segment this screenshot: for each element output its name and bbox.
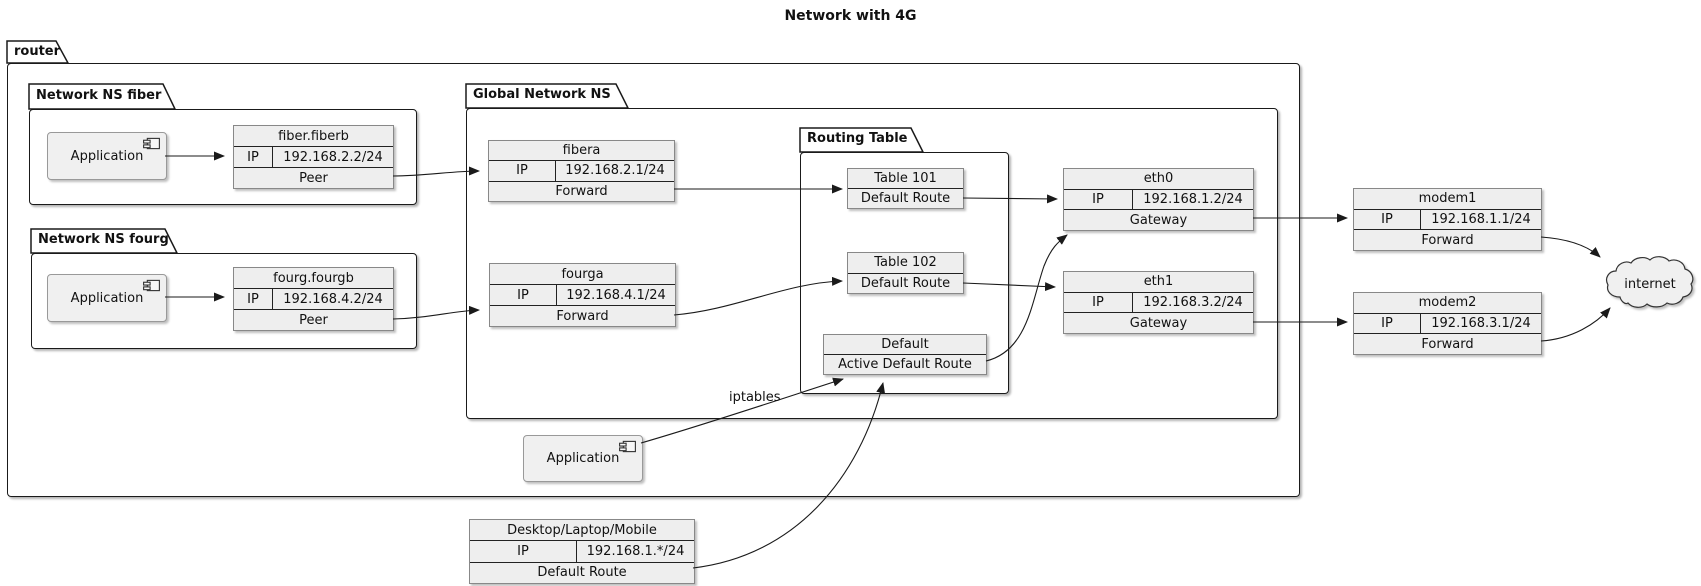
node-title: fibera [562, 143, 601, 159]
node-footer: Forward [490, 305, 675, 326]
component-application-iptables: Application [523, 435, 643, 482]
node-default-route: Default Active Default Route [823, 334, 987, 375]
ip-value: 192.168.4.1/24 [566, 287, 666, 303]
node-fibera: fibera IP 192.168.2.1/24 Forward [488, 140, 675, 202]
ip-value: 192.168.4.2/24 [283, 291, 383, 307]
node-fourga: fourga IP 192.168.4.1/24 Forward [489, 263, 676, 327]
ip-row: IP 192.168.2.2/24 [234, 146, 393, 167]
node-title: fourg.fourgb [273, 270, 354, 286]
node-footer: Active Default Route [824, 354, 986, 374]
internet-label: internet [1624, 277, 1676, 292]
frame-label-ns-fourg: Network NS fourg [38, 232, 169, 247]
frame-router [7, 63, 1300, 497]
ip-row: IP 192.168.4.2/24 [234, 288, 393, 309]
node-footer: Gateway [1064, 209, 1253, 230]
ip-row: IP 192.168.1.1/24 [1354, 208, 1541, 230]
ip-value: 192.168.1.1/24 [1431, 212, 1531, 227]
diagram-title: Network with 4G [784, 8, 917, 24]
node-title: fiber.fiberb [278, 128, 349, 144]
frame-label-ns-fiber: Network NS fiber [36, 88, 162, 103]
node-title: modem1 [1418, 191, 1477, 207]
ip-value: 192.168.3.2/24 [1143, 295, 1243, 310]
ip-row: IP 192.168.1.*/24 [470, 540, 694, 562]
node-desktop-laptop-mobile: Desktop/Laptop/Mobile IP 192.168.1.*/24 … [469, 519, 695, 584]
component-label: Application [546, 451, 620, 466]
ip-label: IP [234, 147, 273, 167]
component-icon [619, 440, 636, 453]
node-title: modem2 [1418, 295, 1477, 311]
frame-label-routing-table: Routing Table [807, 131, 908, 146]
component-label: Application [70, 148, 144, 164]
frame-label-router: router [14, 44, 61, 59]
edge-modem2-internet [1540, 307, 1611, 342]
node-title: Default [881, 337, 929, 352]
component-application-fourg: Application [47, 274, 167, 322]
node-footer: Default Route [470, 561, 694, 583]
ip-value: 192.168.2.2/24 [283, 149, 383, 165]
node-fiber-fiberb: fiber.fiberb IP 192.168.2.2/24 Peer [233, 125, 394, 189]
node-table-101: Table 101 Default Route [847, 168, 964, 209]
ip-label: IP [1354, 209, 1421, 230]
ip-label: IP [489, 161, 556, 181]
node-eth1: eth1 IP 192.168.3.2/24 Gateway [1063, 271, 1254, 334]
ip-label: IP [234, 289, 273, 309]
component-icon [143, 279, 160, 292]
ip-value: 192.168.1.2/24 [1143, 192, 1243, 207]
iptables-label: iptables [729, 390, 781, 405]
node-title: Desktop/Laptop/Mobile [507, 522, 657, 538]
node-title: eth0 [1143, 171, 1174, 187]
ip-label: IP [1064, 292, 1133, 313]
component-icon [143, 137, 160, 150]
ip-label: IP [1064, 189, 1133, 210]
ip-value: 192.168.3.1/24 [1431, 316, 1531, 331]
ip-label: IP [1354, 313, 1421, 334]
node-title: eth1 [1143, 274, 1174, 290]
ip-row: IP 192.168.3.1/24 [1354, 312, 1541, 334]
ip-row: IP 192.168.3.2/24 [1064, 291, 1253, 313]
frame-network-ns-fiber [29, 109, 417, 205]
node-modem1: modem1 IP 192.168.1.1/24 Forward [1353, 188, 1542, 251]
node-footer: Forward [1354, 229, 1541, 250]
ip-label: IP [490, 285, 557, 305]
ip-row: IP 192.168.4.1/24 [490, 284, 675, 305]
node-title: Table 102 [874, 255, 937, 271]
node-eth0: eth0 IP 192.168.1.2/24 Gateway [1063, 168, 1254, 231]
node-footer: Forward [1354, 333, 1541, 354]
ip-row: IP 192.168.1.2/24 [1064, 188, 1253, 210]
component-application-fiber: Application [47, 132, 167, 180]
ip-value: 192.168.1.*/24 [586, 543, 685, 559]
node-title: fourga [561, 266, 604, 282]
node-footer: Default Route [848, 272, 963, 294]
frame-label-global-ns: Global Network NS [473, 87, 611, 102]
node-table-102: Table 102 Default Route [847, 252, 964, 294]
ip-row: IP 192.168.2.1/24 [489, 160, 674, 181]
node-footer: Peer [234, 309, 393, 330]
node-fourg-fourgb: fourg.fourgb IP 192.168.4.2/24 Peer [233, 267, 394, 331]
node-modem2: modem2 IP 192.168.3.1/24 Forward [1353, 292, 1542, 355]
node-footer: Peer [234, 167, 393, 188]
frame-network-ns-fourg [31, 253, 417, 349]
node-footer: Forward [489, 180, 674, 201]
ip-label: IP [470, 541, 577, 562]
ip-value: 192.168.2.1/24 [565, 163, 665, 179]
node-footer: Default Route [848, 188, 963, 208]
edge-modem1-internet [1540, 236, 1601, 258]
component-label: Application [70, 290, 144, 306]
node-title: Table 101 [874, 171, 937, 186]
node-footer: Gateway [1064, 312, 1253, 333]
